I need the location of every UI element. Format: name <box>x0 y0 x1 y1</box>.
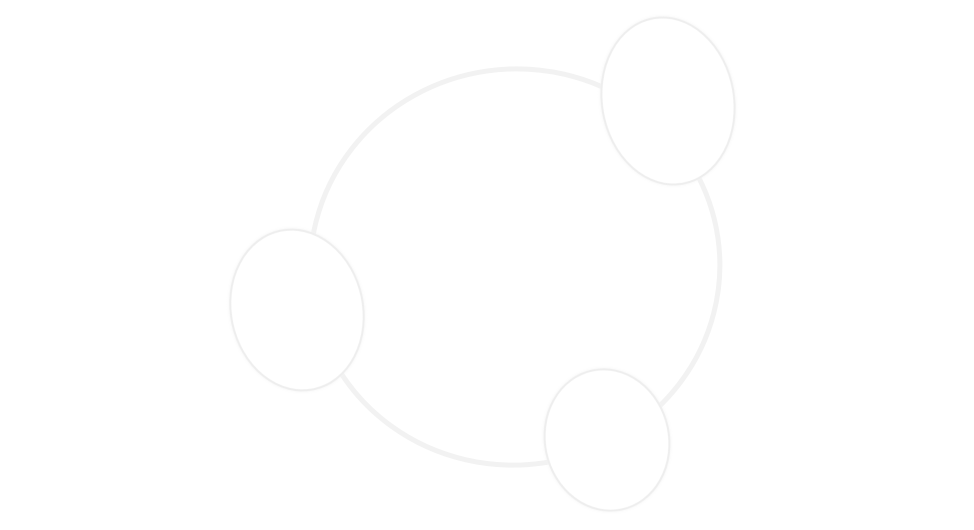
node-ellipse <box>229 228 365 392</box>
cycle-node-left <box>229 228 365 392</box>
cycle-node-top-right <box>600 16 736 186</box>
node-ellipse <box>543 368 671 512</box>
cycle-node-bottom <box>543 368 671 512</box>
node-ellipse <box>600 16 736 186</box>
